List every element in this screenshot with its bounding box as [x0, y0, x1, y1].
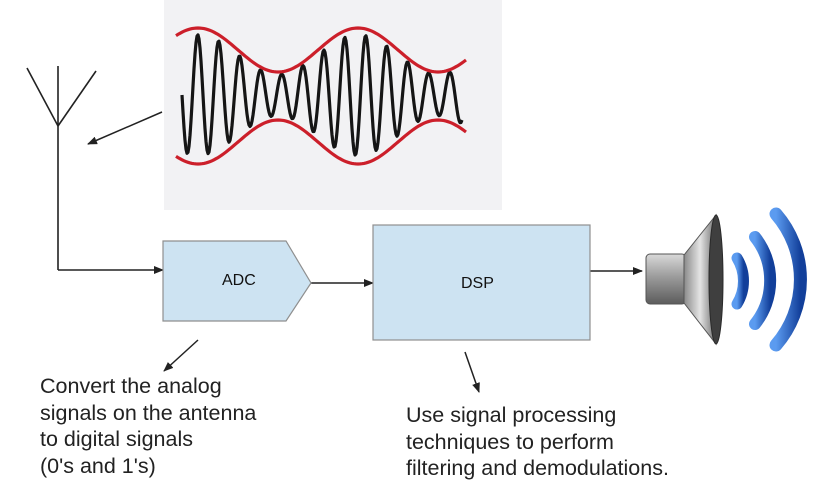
adc-caption-line: Convert the analog — [40, 374, 222, 398]
dsp-caption-line: filtering and demodulations. — [406, 456, 669, 480]
adc-label: ADC — [222, 272, 256, 289]
envelope-top — [175, 26, 467, 74]
envelope-bottom — [175, 118, 467, 166]
dsp-caption-line: techniques to perform — [406, 429, 614, 454]
dsp-block — [372, 224, 591, 341]
speaker-icon — [645, 207, 807, 352]
dsp-caption: Use signal processing techniques to perf… — [406, 402, 669, 482]
adc-block — [162, 240, 312, 322]
antenna-icon — [26, 66, 97, 270]
adc-caption-line: to digital signals — [40, 427, 193, 451]
dsp-caption-line: Use signal processing — [406, 403, 617, 427]
adc-caption-line: (0's and 1's) — [40, 453, 156, 478]
waveform-to-antenna-arrow — [87, 111, 163, 145]
adc-caption-arrow — [163, 339, 199, 372]
dsp-label: DSP — [461, 275, 494, 292]
adc-caption: Convert the analog signals on the antenn… — [40, 373, 256, 479]
carrier-wave — [180, 33, 464, 157]
dsp-caption-arrow — [464, 351, 480, 393]
adc-caption-line: signals on the antenna — [40, 400, 257, 425]
